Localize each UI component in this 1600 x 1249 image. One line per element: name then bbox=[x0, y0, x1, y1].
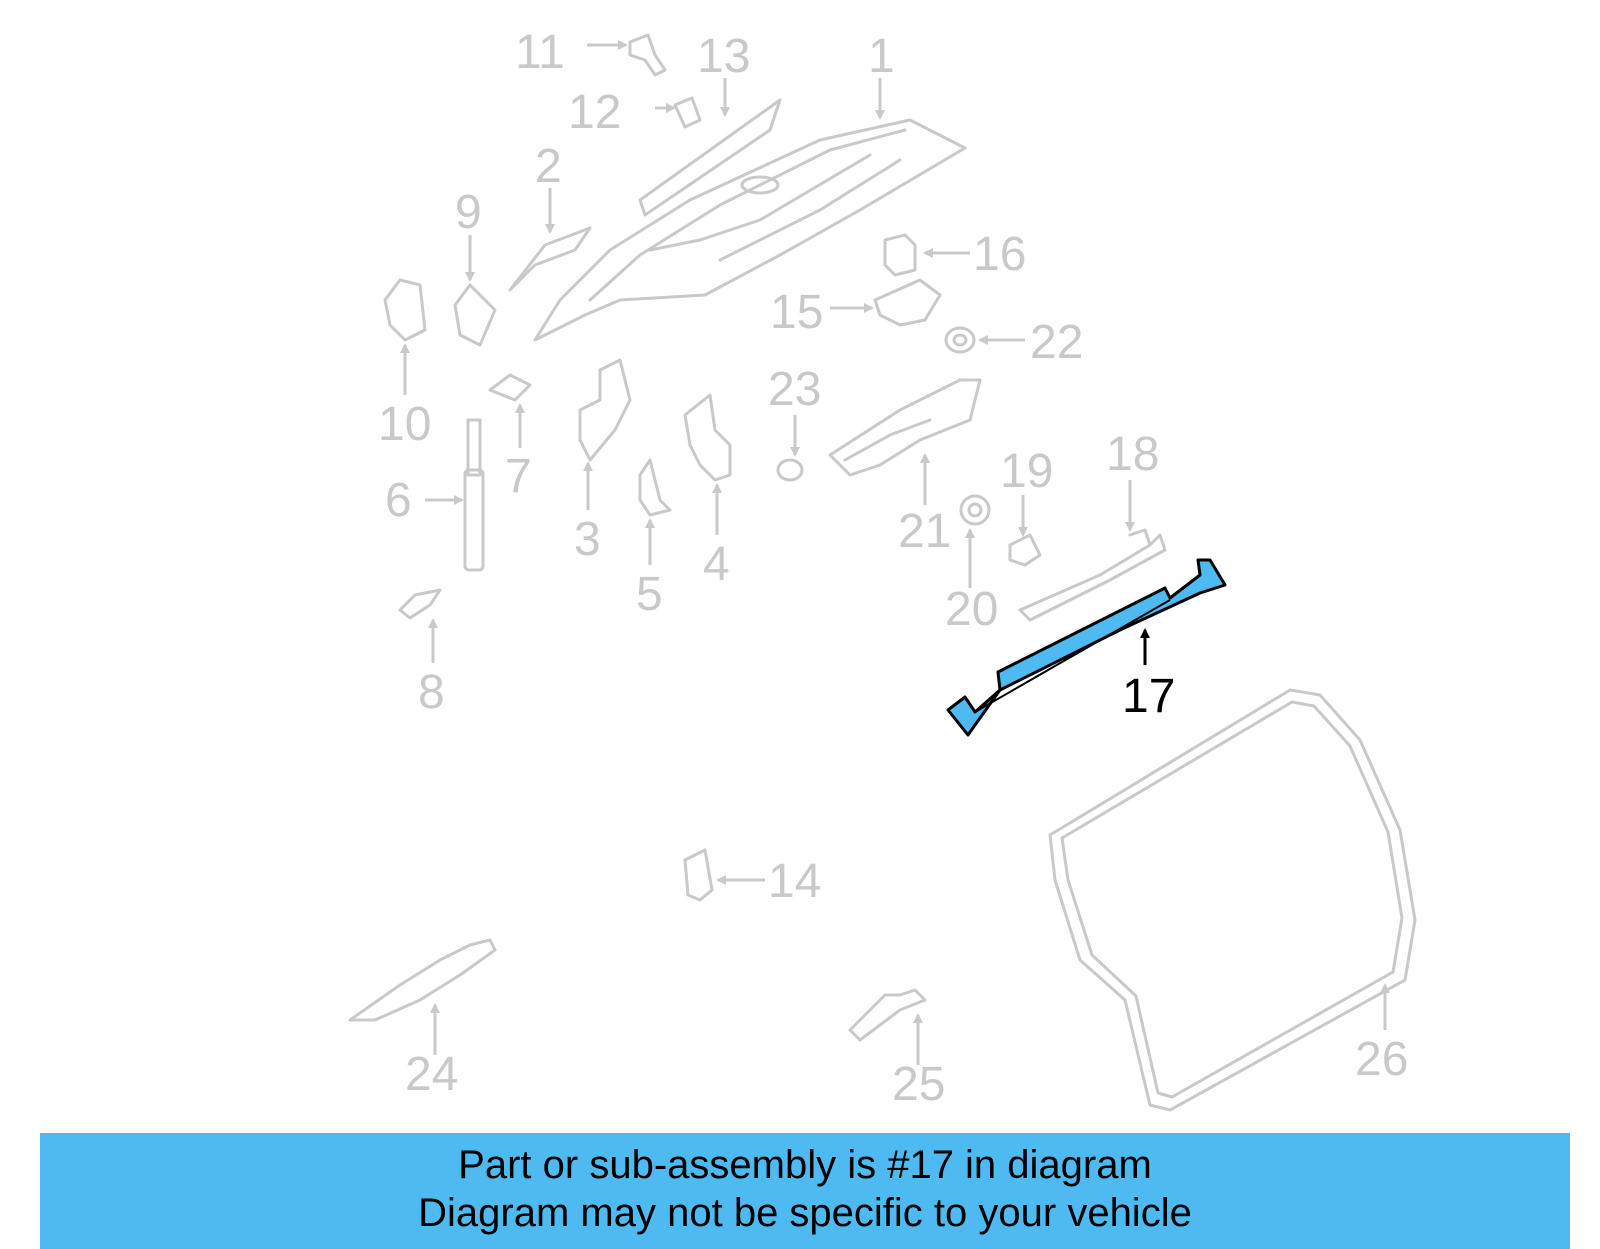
parts-diagram: 1 2 3 4 5 6 7 8 9 10 11 12 13 14 15 16 1… bbox=[348, 26, 1417, 1112]
part-11-clip[interactable] bbox=[628, 33, 667, 77]
callout-25: 25 bbox=[892, 1058, 945, 1111]
part-17-spoiler-highlighted[interactable] bbox=[946, 558, 1227, 737]
part-9-plate[interactable] bbox=[453, 283, 497, 347]
callout-6: 6 bbox=[385, 474, 412, 527]
part-14-bumper[interactable] bbox=[683, 848, 714, 902]
part-7-bolt[interactable] bbox=[488, 373, 532, 402]
part-22-grommet[interactable] bbox=[944, 326, 976, 354]
callout-14: 14 bbox=[768, 855, 821, 908]
callout-16: 16 bbox=[973, 228, 1026, 281]
callout-26: 26 bbox=[1355, 1033, 1408, 1086]
callout-8: 8 bbox=[418, 666, 445, 719]
part-24-bracket[interactable] bbox=[348, 938, 497, 1022]
part-4-bracket[interactable] bbox=[683, 393, 732, 482]
part-1-liftgate[interactable] bbox=[533, 118, 967, 342]
callout-3: 3 bbox=[574, 513, 601, 566]
callout-10: 10 bbox=[378, 398, 431, 451]
callout-18: 18 bbox=[1106, 428, 1159, 481]
part-10-hinge-cover[interactable] bbox=[383, 278, 427, 342]
part-12-bumper[interactable] bbox=[673, 96, 702, 129]
banner-line-2: Diagram may not be specific to your vehi… bbox=[418, 1191, 1192, 1235]
callout-24: 24 bbox=[405, 1048, 458, 1101]
leader-lines bbox=[400, 40, 1390, 1065]
callout-15: 15 bbox=[770, 286, 823, 339]
callout-21: 21 bbox=[898, 505, 951, 558]
part-13-strip[interactable] bbox=[638, 98, 782, 217]
part-19-clip[interactable] bbox=[1008, 533, 1042, 567]
part-23-bumper[interactable] bbox=[776, 458, 804, 482]
callout-13: 13 bbox=[697, 30, 750, 83]
callout-12: 12 bbox=[568, 86, 621, 139]
callout-5: 5 bbox=[636, 568, 663, 621]
banner-line-1: Part or sub-assembly is #17 in diagram bbox=[458, 1143, 1152, 1187]
part-3-hinge[interactable] bbox=[578, 358, 632, 462]
callout-19: 19 bbox=[1000, 445, 1053, 498]
callout-labels: 1 2 3 4 5 6 7 8 9 10 11 12 13 14 15 16 1… bbox=[378, 26, 1408, 1111]
part-5-bracket[interactable] bbox=[638, 458, 672, 517]
part-18-rail[interactable] bbox=[1018, 528, 1167, 622]
part-21-latch[interactable] bbox=[828, 378, 982, 477]
info-banner: Part or sub-assembly is #17 in diagram D… bbox=[40, 1133, 1570, 1249]
callout-4: 4 bbox=[703, 538, 730, 591]
part-25-clip[interactable] bbox=[848, 988, 927, 1042]
part-26-weatherstrip[interactable] bbox=[1048, 688, 1417, 1112]
callout-9: 9 bbox=[455, 186, 482, 239]
callout-20: 20 bbox=[945, 583, 998, 636]
callout-2: 2 bbox=[535, 140, 562, 193]
callout-22: 22 bbox=[1030, 316, 1083, 369]
part-20-plug[interactable] bbox=[959, 494, 991, 526]
callout-11: 11 bbox=[515, 26, 565, 79]
part-15-handle[interactable] bbox=[873, 278, 942, 327]
part-16-switch[interactable] bbox=[883, 233, 917, 277]
part-8-ball-stud[interactable] bbox=[398, 588, 442, 620]
part-6-strut[interactable] bbox=[463, 418, 485, 572]
callout-1: 1 bbox=[868, 30, 895, 83]
callout-7: 7 bbox=[505, 450, 532, 503]
part-2-bracket[interactable] bbox=[508, 226, 592, 292]
callout-17: 17 bbox=[1122, 670, 1175, 723]
callout-23: 23 bbox=[768, 363, 821, 416]
